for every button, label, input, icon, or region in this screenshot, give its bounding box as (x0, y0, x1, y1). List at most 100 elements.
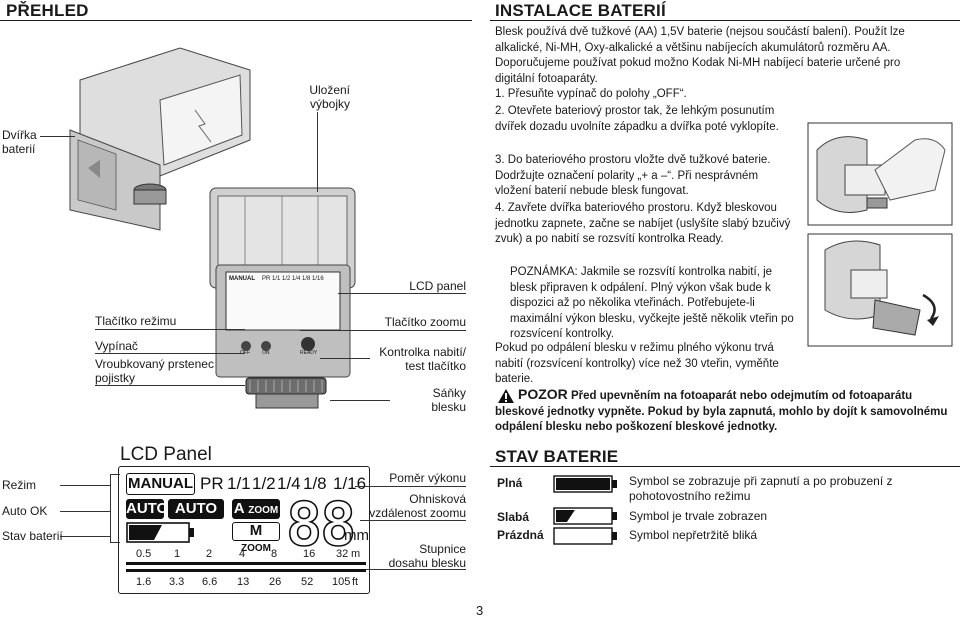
lcd-a-zoom: A ZOOM (232, 499, 280, 519)
small-lcd-ratios: PR 1/1 1/2 1/4 1/8 1/16 (262, 276, 324, 282)
warning-icon (498, 389, 514, 403)
battery-empty-label: Prázdná (497, 528, 544, 542)
bracket-bottom (110, 542, 120, 543)
scale-ft-5: 26 (269, 576, 282, 588)
label-mode: Režim (2, 478, 37, 492)
battery-status-icon-1 (553, 507, 617, 525)
scale-m-4: 4 (239, 548, 246, 560)
label-mode-button: Tlačítko režimu (95, 314, 177, 328)
lcd-ratio-2: 1/2 (252, 474, 276, 493)
battery-low-desc: Symbol je trvale zobrazen (629, 509, 768, 523)
label-auto-ok: Auto OK (2, 504, 48, 518)
right-title-rule (490, 20, 960, 21)
note-paragraph: POZNÁMKA: Jakmile se rozsvítí kontrolka … (510, 266, 794, 340)
label-battery-status: Stav baterií (2, 529, 63, 543)
battery-low-label: Slabá (497, 510, 530, 524)
step-2: 2. Otevřete bateriový prostor tak, že le… (495, 105, 779, 133)
warning-word: POZOR (518, 386, 568, 402)
leader-shoe (330, 400, 390, 401)
scale-m-6: 16 (303, 548, 316, 560)
scale-m-unit: m (351, 548, 361, 560)
lcd-section-title: LCD Panel (120, 444, 212, 465)
step-1: 1. Přesuňte vypínač do polohy „OFF“. (495, 88, 687, 100)
scale-ft-4: 13 (237, 576, 250, 588)
lcd-a-zoom-word: ZOOM (248, 505, 279, 516)
label-battery-door: Dvířka baterií (2, 128, 37, 156)
leader-range-scale (366, 569, 466, 570)
lcd-ratio-3: 1/4 (277, 474, 301, 493)
label-power-ratio: Poměr výkonu (389, 471, 466, 485)
label-power-switch: Vypínač (95, 339, 138, 353)
small-on-label: ON (262, 350, 270, 356)
label-shoe: Sáňky blesku (431, 386, 466, 414)
bracket-vertical (110, 474, 111, 542)
label-flash-housing: Uložení výbojky (309, 83, 350, 111)
scale-m-5: 8 (271, 548, 278, 560)
lcd-battery-icon (126, 522, 194, 543)
leader-battery-door (40, 136, 75, 137)
leader-ready-light (320, 358, 370, 359)
small-ready-label: READY (300, 350, 318, 356)
scale-ft-3: 6.6 (202, 576, 218, 588)
scale-ft-7: 105 (332, 576, 351, 588)
lcd-digits: 88 (285, 489, 357, 561)
label-ready-light: Kontrolka nabití/ test tlačítko (379, 345, 466, 373)
leader-mode-button (95, 329, 245, 330)
lcd-m-letter: M (249, 522, 263, 539)
lcd-m-zoom: M ZOOM (232, 522, 280, 554)
battery-status-icons (553, 475, 617, 545)
intro-paragraph: Blesk používá dvě tužkové (AA) 1,5V bate… (495, 26, 905, 85)
battery-status-icon-2 (553, 527, 617, 545)
battery-empty-desc: Symbol nepřetržitě bliká (629, 528, 758, 542)
leader-zoom-button (300, 330, 466, 331)
lcd-manual: MANUAL (126, 473, 195, 495)
scale-m-2: 1 (174, 548, 181, 560)
scale-ft-unit: ft (352, 576, 359, 588)
scale-ft-1: 1.6 (136, 576, 152, 588)
lcd-display (118, 466, 370, 594)
lcd-auto-ok: AUTO OK (168, 499, 224, 537)
small-off-label: OFF (240, 350, 250, 356)
bracket-mode (60, 485, 110, 486)
lcd-scale-bottom-bar (126, 569, 366, 572)
label-range-scale: Stupnice dosahu blesku (388, 542, 466, 570)
lcd-mm: mm (344, 527, 369, 544)
battery-full-desc: Symbol se zobrazuje při zapnutí a po pro… (629, 474, 893, 503)
scale-m-7: 32 (336, 548, 349, 560)
scale-ft-2: 3.3 (169, 576, 185, 588)
scale-ft-6: 52 (301, 576, 314, 588)
small-lcd-manual: MANUAL (229, 276, 255, 282)
flash-unit-illustration (69, 47, 356, 409)
warning-text: Před upevněním na fotoaparát nebo odejmu… (495, 390, 948, 433)
battery-status-title: STAV BATERIE (495, 447, 619, 466)
leader-power-ratio (355, 486, 466, 487)
label-lock-ring: Vroubkovaný prstenec pojistky (95, 357, 214, 385)
battery-status-rule (490, 466, 960, 467)
label-zoom-button: Tlačítko zoomu (384, 315, 466, 329)
label-lcd-panel: LCD panel (409, 279, 466, 293)
step-4: 4. Zavřete dvířka bateriového prostoru. … (495, 202, 791, 245)
bracket-battery (60, 536, 110, 537)
lcd-m-zoom-word: ZOOM (241, 543, 271, 554)
lcd-auto: AUTO (126, 499, 169, 519)
step-3: 3. Do bateriového prostoru vložte dvě tu… (495, 154, 771, 197)
lcd-pr: PR (200, 474, 224, 493)
lcd-a-letter: A (233, 500, 245, 517)
lcd-scale-top-bar (126, 562, 366, 565)
scale-m-3: 2 (206, 548, 213, 560)
lcd-ratio-4: 1/8 (303, 474, 327, 493)
battery-install-title: INSTALACE BATERIÍ (495, 1, 666, 20)
bracket-top (110, 474, 120, 475)
bracket-auto-ok (60, 511, 110, 512)
battery-install-illustration (807, 122, 953, 347)
battery-status-icon-0 (553, 475, 617, 493)
leader-power-switch (95, 353, 245, 354)
leader-flash-housing (317, 112, 318, 192)
leader-lcd-panel (338, 293, 466, 294)
after-note-paragraph: Pokud po odpálení blesku v režimu plného… (495, 342, 779, 385)
battery-full-label: Plná (497, 476, 523, 490)
scale-m-1: 0.5 (136, 548, 152, 560)
lcd-ratio-1: 1/1 (227, 474, 251, 493)
leader-zoom-focal (360, 520, 466, 521)
title-rule (0, 20, 472, 21)
